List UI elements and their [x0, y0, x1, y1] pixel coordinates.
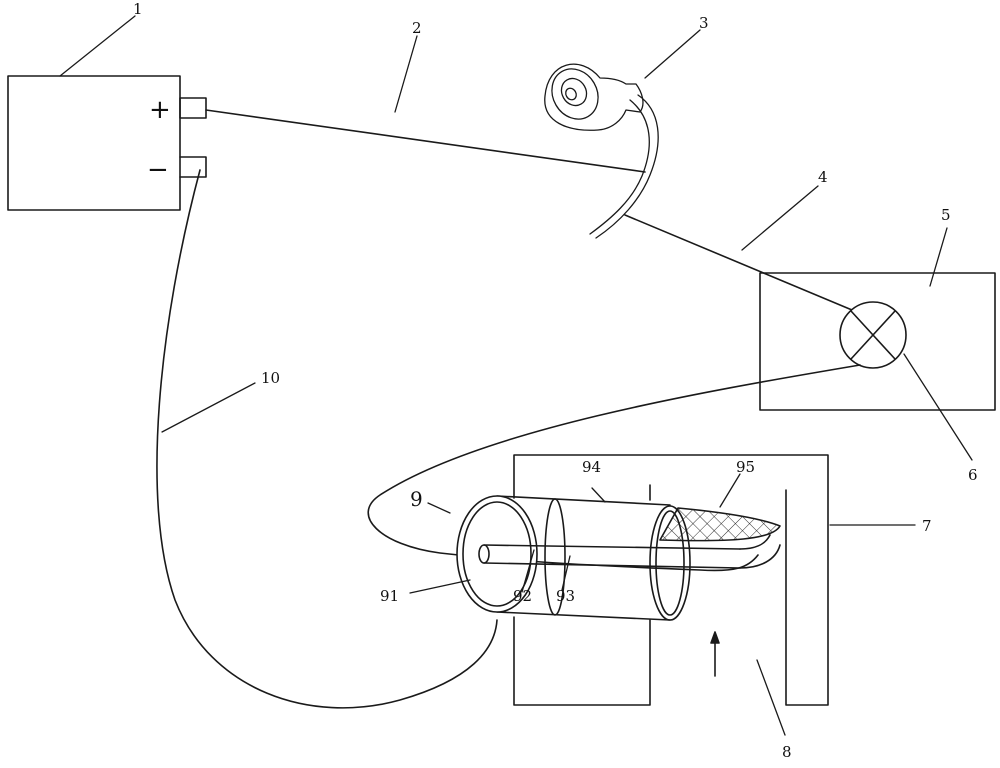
- sensor-cylinder: [456, 495, 691, 621]
- label-8: 8: [782, 743, 792, 761]
- leader-lines: [59, 15, 973, 736]
- label-6: 6: [968, 466, 978, 484]
- label-2: 2: [412, 19, 422, 37]
- label-94: 94: [582, 458, 601, 476]
- lamp-icon: [839, 301, 907, 369]
- label-10: 10: [261, 369, 280, 387]
- positive-terminal: [179, 97, 207, 119]
- label-5: 5: [941, 206, 951, 224]
- ear-cup-icon: [544, 63, 659, 239]
- battery-body: [7, 75, 181, 211]
- label-93: 93: [556, 587, 575, 605]
- label-91: 91: [380, 587, 399, 605]
- label-9: 9: [410, 487, 423, 511]
- duct-outer: [513, 454, 829, 706]
- wire-2: [205, 109, 646, 173]
- lamp-return-wire: [367, 364, 861, 572]
- label-1: 1: [133, 0, 143, 18]
- battery-icon: [7, 75, 207, 211]
- wire-4: [624, 214, 853, 311]
- label-3: 3: [699, 14, 709, 32]
- label-7: 7: [922, 517, 932, 535]
- plus-sign: +: [149, 95, 171, 125]
- wire-10: [156, 169, 498, 709]
- minus-sign: −: [147, 155, 169, 185]
- label-92: 92: [513, 587, 532, 605]
- label-4: 4: [818, 168, 828, 186]
- lamp-box: [759, 272, 996, 411]
- negative-terminal: [179, 156, 207, 178]
- label-95: 95: [736, 458, 755, 476]
- duct-lower: [513, 616, 651, 706]
- mesh-filter-icon: [659, 507, 781, 542]
- airflow-arrow-icon: [710, 631, 720, 677]
- inner-rod: [478, 534, 781, 569]
